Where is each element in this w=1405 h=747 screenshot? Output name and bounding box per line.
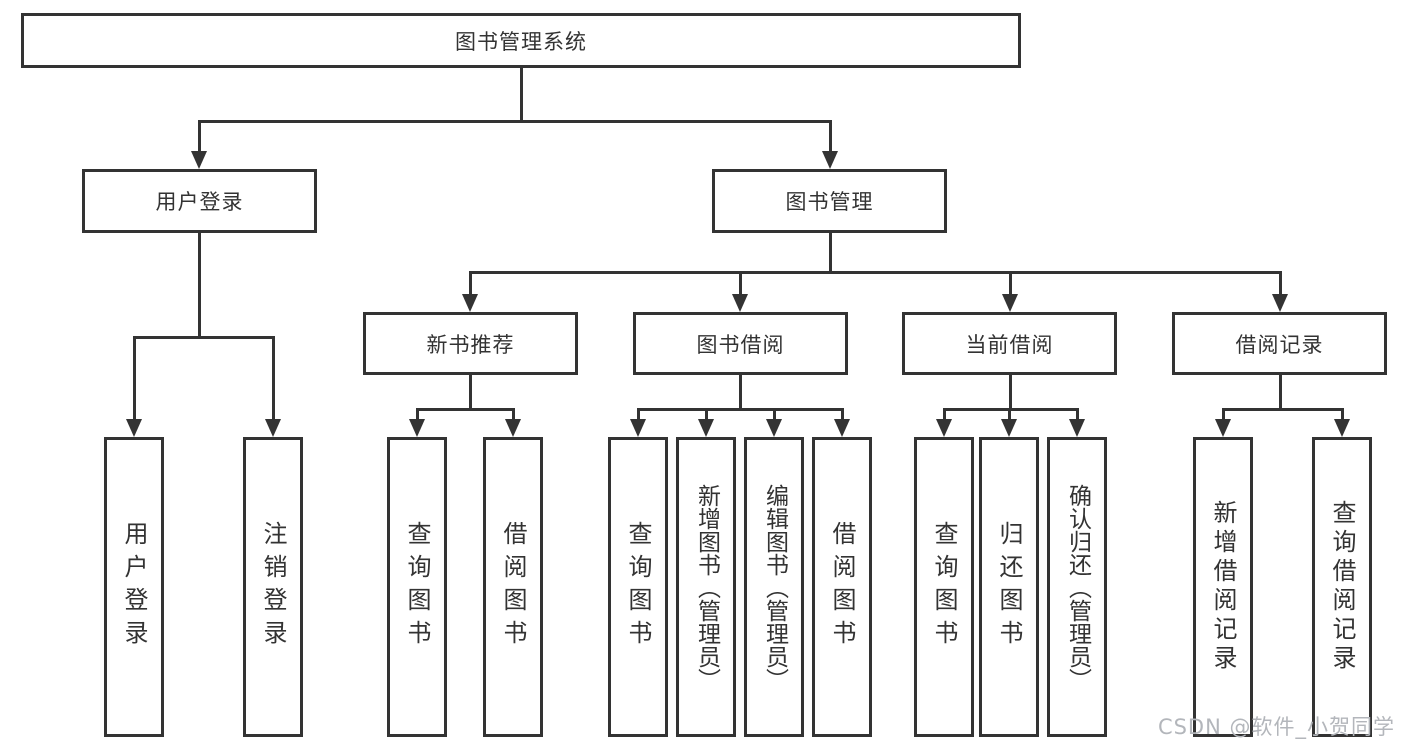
- leaf-query-book-current-label: 查询图书: [930, 521, 958, 653]
- arrow-down-icon: [126, 419, 142, 437]
- connector-to-leaf: [841, 408, 844, 421]
- leaf-return-book-label: 归还图书: [995, 521, 1023, 653]
- leaf-query-book-recommend-label: 查询图书: [403, 521, 431, 653]
- arrow-down-icon: [732, 294, 748, 312]
- node-user-login: 用户登录: [82, 169, 317, 233]
- arrow-down-icon: [766, 419, 782, 437]
- arrow-down-icon: [630, 419, 646, 437]
- connector-to-leaf: [512, 408, 515, 421]
- connector-stub: [1009, 375, 1012, 411]
- connector-to-leaf: [1008, 408, 1011, 421]
- connector-user-login-stub: [198, 233, 201, 338]
- connector-bar: [943, 408, 1079, 411]
- leaf-return-book: 归还图书: [979, 437, 1039, 737]
- node-user-login-label: 用户登录: [155, 190, 244, 214]
- arrow-down-icon: [409, 419, 425, 437]
- leaf-edit-book-admin-label: 编辑图书（管理员）: [761, 483, 788, 691]
- node-root-label: 图书管理系统: [455, 29, 587, 54]
- leaf-add-book-admin-label: 新增图书（管理员）: [693, 483, 720, 691]
- connector-level2-bar: [198, 120, 832, 123]
- leaf-query-book-borrow-label: 查询图书: [624, 521, 652, 653]
- node-book-management-label: 图书管理: [785, 190, 874, 214]
- leaf-query-book-current: 查询图书: [914, 437, 974, 737]
- connector-to-node: [469, 271, 472, 296]
- connector-to-book-management: [829, 120, 832, 153]
- node-root: 图书管理系统: [21, 13, 1021, 68]
- connector-to-node: [739, 271, 742, 296]
- connector-to-leaf: [133, 336, 136, 420]
- arrow-down-icon: [1272, 294, 1288, 312]
- arrow-down-icon: [936, 419, 952, 437]
- node-book-borrow: 图书借阅: [633, 312, 848, 375]
- leaf-add-borrow-record: 新增借阅记录: [1193, 437, 1253, 737]
- connector-to-leaf: [773, 408, 776, 421]
- watermark: CSDN @软件_小贺同学: [1157, 715, 1395, 739]
- connector-to-node: [1009, 271, 1012, 296]
- node-borrow-records: 借阅记录: [1172, 312, 1387, 375]
- arrow-down-icon: [1334, 419, 1350, 437]
- leaf-edit-book-admin: 编辑图书（管理员）: [744, 437, 804, 737]
- leaf-logout: 注销登录: [243, 437, 303, 737]
- node-book-borrow-label: 图书借阅: [696, 332, 785, 357]
- leaf-logout-label: 注销登录: [259, 521, 287, 653]
- arrow-down-icon: [822, 151, 838, 169]
- leaf-borrow-book: 借阅图书: [812, 437, 872, 737]
- node-borrow-records-label: 借阅记录: [1235, 332, 1324, 357]
- connector-to-leaf: [272, 336, 275, 420]
- leaf-query-book-recommend: 查询图书: [387, 437, 447, 737]
- arrow-down-icon: [265, 419, 281, 437]
- connector-root-stub: [520, 68, 523, 120]
- connector-stub: [1279, 375, 1282, 411]
- connector-bar: [416, 408, 515, 411]
- leaf-user-login-label: 用户登录: [120, 521, 148, 653]
- connector-stub: [739, 375, 742, 411]
- connector-stub: [469, 375, 472, 411]
- leaf-add-borrow-record-label: 新增借阅记录: [1209, 500, 1237, 674]
- connector-to-leaf: [943, 408, 946, 421]
- node-book-management: 图书管理: [712, 169, 947, 233]
- arrow-down-icon: [1001, 419, 1017, 437]
- leaf-borrow-book-recommend: 借阅图书: [483, 437, 543, 737]
- arrow-down-icon: [505, 419, 521, 437]
- node-current-borrow-label: 当前借阅: [965, 332, 1054, 357]
- leaf-user-login: 用户登录: [104, 437, 164, 737]
- leaf-confirm-return-admin: 确认归还（管理员）: [1047, 437, 1107, 737]
- leaf-query-book-borrow: 查询图书: [608, 437, 668, 737]
- arrow-down-icon: [1215, 419, 1231, 437]
- leaf-add-book-admin: 新增图书（管理员）: [676, 437, 736, 737]
- leaf-confirm-return-admin-label: 确认归还（管理员）: [1064, 483, 1091, 691]
- leaf-query-borrow-record: 查询借阅记录: [1312, 437, 1372, 737]
- connector-bar: [637, 408, 844, 411]
- connector-user-login-bar: [133, 336, 275, 339]
- leaf-borrow-book-recommend-label: 借阅图书: [499, 521, 527, 653]
- connector-bar: [1222, 408, 1344, 411]
- arrow-down-icon: [1002, 294, 1018, 312]
- connector-book-management-stub: [829, 233, 832, 273]
- node-new-book-recommend-label: 新书推荐: [426, 332, 515, 357]
- connector-to-leaf: [1341, 408, 1344, 421]
- arrow-down-icon: [462, 294, 478, 312]
- arrow-down-icon: [698, 419, 714, 437]
- connector-level3-bar: [469, 271, 1282, 274]
- node-new-book-recommend: 新书推荐: [363, 312, 578, 375]
- connector-to-leaf: [1222, 408, 1225, 421]
- leaf-query-borrow-record-label: 查询借阅记录: [1328, 500, 1356, 674]
- connector-to-leaf: [637, 408, 640, 421]
- node-current-borrow: 当前借阅: [902, 312, 1117, 375]
- leaf-borrow-book-label: 借阅图书: [828, 521, 856, 653]
- arrow-down-icon: [834, 419, 850, 437]
- connector-to-user-login: [198, 120, 201, 153]
- connector-to-node: [1279, 271, 1282, 296]
- arrow-down-icon: [191, 151, 207, 169]
- connector-to-leaf: [416, 408, 419, 421]
- connector-to-leaf: [1076, 408, 1079, 421]
- connector-to-leaf: [705, 408, 708, 421]
- arrow-down-icon: [1069, 419, 1085, 437]
